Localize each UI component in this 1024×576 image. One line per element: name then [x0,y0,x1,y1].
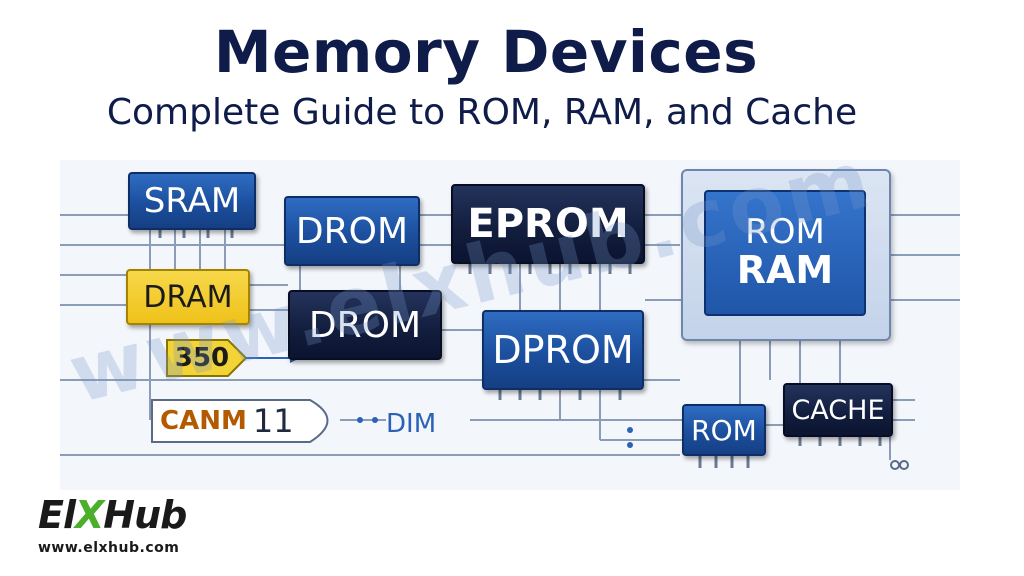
logo-brand-right: Hub [103,493,187,537]
rom-ram-line-rom: ROM [745,212,825,253]
logo-brand-left: El [38,493,76,537]
chip-drom-top: DROM [284,196,420,266]
gate-label-number: 11 [252,402,294,440]
dim-label: DIM [386,409,437,439]
brand-logo: ElXHub www.elxhub.com [38,496,208,566]
chip-cache: CACHE [783,383,893,437]
chip-rom-ram: ROM RAM [704,190,866,316]
rom-ram-line-ram: RAM [736,247,834,292]
page-title: Memory Devices [213,18,759,86]
gate-label-text: CANM [160,406,247,436]
logo-url: www.elxhub.com [38,540,180,556]
chip-drom-mid: DROM [288,290,442,360]
logo-brand-x: X [74,493,104,537]
chip-sram: SRAM [128,172,256,230]
tag-350-label: 350 [174,343,230,373]
chip-eprom: EPROM [451,184,645,264]
gate-symbol [151,399,329,443]
gate-label: CANM 11 [152,400,312,442]
chip-dprom: DPROM [482,310,644,390]
page-subtitle: Complete Guide to ROM, RAM, and Cache [106,92,858,133]
logo-mark: ElXHub [38,496,208,534]
tag-350-shape [166,339,248,377]
chip-rom-small: ROM [682,404,766,456]
chip-dram: DRAM [126,269,250,325]
